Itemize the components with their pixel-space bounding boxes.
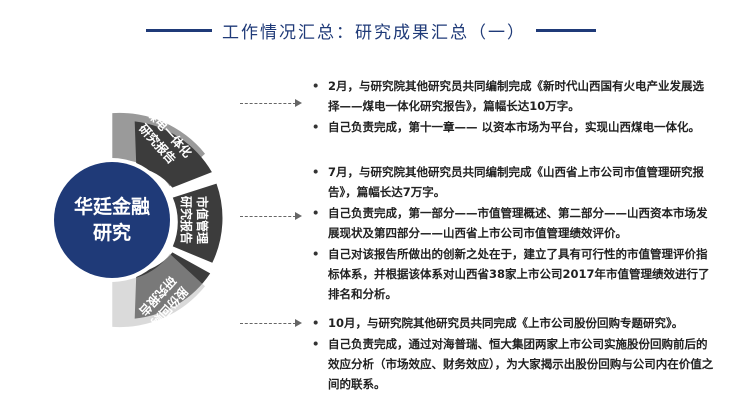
list-item: 自己负责完成，通过对海普瑞、恒大集团两家上市公司实施股份回购前后的效应分析（市场…	[312, 334, 714, 394]
section-market-value: 7月，与研究院其他研究员共同编制完成《山西省上市公司市值管理研究报告》，篇幅长达…	[312, 162, 714, 305]
title-row: 工作情况汇总：研究成果汇总（一）	[0, 14, 740, 44]
title-rule-right	[536, 29, 596, 32]
segment-market-value[interactable]	[172, 183, 223, 263]
list-item: 自己负责完成，第一部分——市值管理概述、第二部分——山西资本市场发展现状及第四部…	[312, 203, 714, 243]
section-coal-power: 2月，与研究院其他研究员共同编制完成《新时代山西国有火电产业发展选择——煤电一体…	[312, 76, 714, 138]
list-item: 7月，与研究院其他研究员共同编制完成《山西省上市公司市值管理研究报告》，篇幅长达…	[312, 162, 714, 202]
hub-circle	[54, 162, 170, 278]
list-item: 10月，与研究院其他研究员共同完成《上市公司股份回购专题研究》。	[312, 313, 714, 333]
connector-arrow-1	[240, 99, 302, 107]
list-item: 自己对该报告所做出的创新之处在于，建立了具有可行性的市值管理评价指标体系，并根据…	[312, 244, 714, 304]
page-title: 工作情况汇总：研究成果汇总（一）	[222, 23, 526, 43]
list-item: 2月，与研究院其他研究员共同编制完成《新时代山西国有火电产业发展选择——煤电一体…	[312, 76, 714, 116]
hub-title-line1: 华廷金融	[74, 195, 150, 218]
segment-coal-power[interactable]	[134, 121, 212, 188]
ring-segment-2	[112, 253, 205, 328]
hub-title-line2: 研究	[93, 221, 131, 244]
section-share-buyback: 10月，与研究院其他研究员共同完成《上市公司股份回购专题研究》。 自己负责完成，…	[312, 313, 714, 395]
list-item: 自己负责完成，第十一章—— 以资本市场为平台，实现山西煤电一体化。	[312, 117, 714, 137]
connector-arrow-3	[240, 319, 302, 327]
title-rule-left	[146, 29, 212, 32]
connector-arrow-2	[240, 212, 302, 220]
segment-label-2b: 研究报告	[179, 196, 194, 244]
segment-label-2a: 市值管理	[195, 196, 210, 244]
